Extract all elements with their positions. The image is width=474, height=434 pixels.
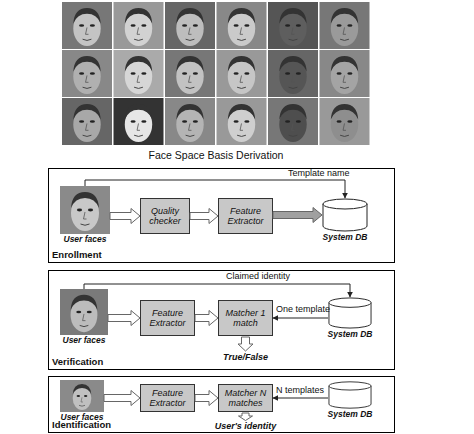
process-panel: Verification User faces Feature Extractor M…: [48, 270, 395, 370]
photo-bg: [217, 98, 267, 145]
user-face-photo: User faces: [60, 380, 104, 412]
block-arrow: [104, 391, 140, 406]
photo-bg: [268, 50, 318, 97]
face-photo: [279, 8, 306, 46]
output-label: True/False: [223, 352, 268, 362]
block-arrow: [190, 209, 218, 224]
photo-bg: [114, 2, 164, 49]
photo-label: User faces: [62, 336, 105, 345]
box-label: Feature Extractor: [141, 308, 194, 329]
block-arrow: [195, 311, 218, 326]
box-label: Matcher N matches: [219, 388, 272, 409]
block-arrow: [110, 209, 140, 224]
photo-bg: [62, 50, 112, 97]
database-cylinder: System DB: [328, 297, 372, 329]
photo-label: User faces: [60, 413, 103, 422]
panel-title: Enrollment: [52, 249, 102, 260]
face-photo: [73, 104, 100, 142]
user-face-photo: User faces: [60, 186, 110, 234]
database-label: System DB: [328, 410, 373, 419]
process-box: Matcher 1 match: [218, 300, 273, 336]
photo-label: User faces: [63, 235, 106, 244]
box-label: Matcher 1 match: [219, 308, 272, 329]
output-label: User's identity: [215, 421, 277, 431]
photo-bg: [165, 98, 215, 145]
photo-bg: [320, 98, 370, 145]
identity-line: [84, 284, 350, 297]
process-panel: Enrollment User faces Quality checker Featu…: [48, 168, 395, 263]
face-photo: [125, 104, 152, 142]
user-face-photo: [71, 295, 98, 332]
face-photo: [176, 56, 203, 94]
process-box: Feature Extractor: [218, 198, 273, 234]
face-photo: [73, 8, 100, 46]
connector-label: N templates: [276, 386, 324, 396]
user-face-photo: [71, 192, 99, 231]
figure-caption: Face Space Basis Derivation: [62, 149, 370, 161]
box-label: Feature Extractor: [141, 388, 194, 409]
face-photo: [176, 104, 203, 142]
face-photo: [228, 104, 255, 142]
template-arrow: [273, 318, 328, 319]
block-arrow: [108, 311, 140, 326]
photo-bg: [62, 98, 112, 145]
photo-bg: [268, 2, 318, 49]
connector-label: Template name: [288, 169, 350, 179]
user-face-photo: User faces: [60, 289, 108, 335]
box-label: Feature Extractor: [219, 206, 272, 227]
process-box: Matcher N matches: [218, 384, 273, 412]
photo-bg: [217, 2, 267, 49]
photo-bg: [165, 50, 215, 97]
photo-bg: [60, 289, 108, 335]
face-photo: [125, 8, 152, 46]
cylinder-top: [323, 199, 367, 209]
cylinder-top: [329, 382, 371, 390]
photo-bg: [165, 2, 215, 49]
cylinder-outline: [328, 381, 372, 409]
output-arrow: [238, 337, 253, 351]
photo-bg: [114, 98, 164, 145]
cylinder-outline: [322, 198, 368, 232]
face-photo: [331, 8, 358, 46]
photo-bg: [114, 50, 164, 97]
face-photo: [228, 8, 255, 46]
connector-label: Claimed identity: [226, 272, 290, 282]
process-box: Feature Extractor: [140, 300, 195, 336]
database-label: System DB: [328, 330, 373, 339]
photo-bg: [60, 186, 110, 234]
panel-title: Verification: [52, 356, 103, 367]
face-photo: [176, 8, 203, 46]
face-photo: [73, 56, 100, 94]
cylinder-outline: [328, 297, 372, 329]
process-box: Quality checker: [140, 198, 190, 234]
database-label: System DB: [323, 233, 368, 242]
face-photo: [279, 56, 306, 94]
photo-bg: [268, 98, 318, 145]
face-photo: [125, 56, 152, 94]
process-box: Feature Extractor: [140, 384, 195, 412]
face-photo: [331, 56, 358, 94]
face-photo: [228, 56, 255, 94]
box-label: Quality checker: [141, 206, 189, 227]
identity-line: [85, 180, 345, 198]
photo-bg: [320, 2, 370, 49]
photo-bg: [60, 380, 104, 412]
photo-bg: [217, 50, 267, 97]
database-cylinder: System DB: [328, 381, 372, 409]
output-arrow: [239, 413, 253, 421]
template-arrow: [273, 398, 328, 399]
photo-bg: [62, 2, 112, 49]
database-cylinder: System DB: [322, 198, 368, 232]
face-grid: [62, 2, 370, 145]
block-arrow: [273, 208, 322, 223]
block-arrow: [195, 391, 218, 406]
photo-bg: [320, 50, 370, 97]
cylinder-top: [329, 298, 371, 307]
face-photo: [331, 104, 358, 142]
face-photo: [279, 104, 306, 142]
connector-label: One template: [276, 305, 330, 315]
user-face-photo: [73, 384, 92, 410]
